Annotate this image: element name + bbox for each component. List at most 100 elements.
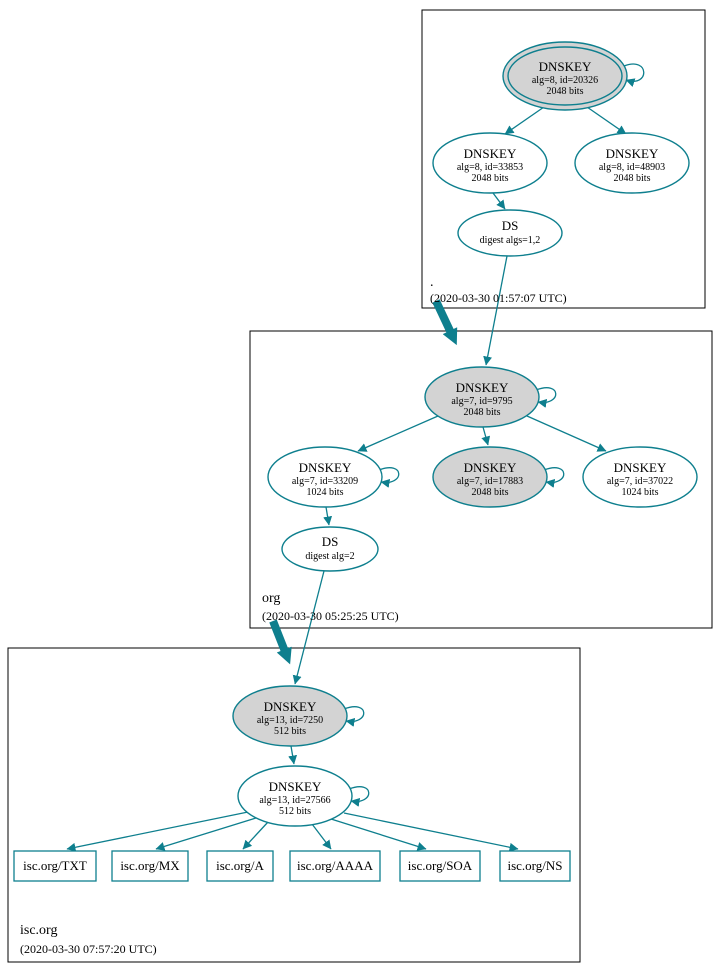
dnskey-ellipse [432, 446, 548, 508]
node-detail: alg=7, id=17883 [457, 476, 523, 487]
node-title: DNSKEY [464, 146, 517, 161]
node-root-zsk-dnskey-48903[interactable]: DNSKEY alg=8, id=48903 2048 bits [574, 132, 690, 194]
node-isc-zsk-dnskey-27566[interactable]: DNSKEY alg=13, id=27566 512 bits [237, 765, 353, 827]
rrset-isc-mx[interactable]: isc.org/MX [111, 850, 189, 882]
dnskey-ellipse [582, 446, 698, 508]
ds-ellipse [457, 209, 563, 257]
zone-timestamp-org: (2020-03-30 05:25:25 UTC) [262, 609, 399, 623]
node-detail: digest alg=2 [305, 551, 354, 562]
edge-isc-ksk-to-zsk [288, 745, 298, 765]
node-root-ksk-dnskey-20326[interactable]: DNSKEY alg=8, id=20326 2048 bits [502, 41, 628, 111]
rrset-rect [13, 850, 97, 882]
edge-org-ksk-to-zsk2 [481, 426, 491, 446]
rrset-label: isc.org/SOA [408, 858, 473, 873]
zone-label-org: org [262, 591, 280, 606]
rrset-rect [399, 850, 481, 882]
edge-root-ksk-to-zsk2 [586, 106, 627, 135]
edge-org-ds-to-isc-ksk [292, 570, 325, 685]
node-root-ds[interactable]: DS digest algs=1,2 [457, 209, 563, 257]
node-title: DNSKEY [456, 380, 509, 395]
rrset-isc-txt[interactable]: isc.org/TXT [13, 850, 97, 882]
node-detail: 2048 bits [614, 173, 651, 184]
node-detail: alg=7, id=33209 [292, 476, 358, 487]
rrset-isc-soa[interactable]: isc.org/SOA [399, 850, 481, 882]
edge-isc-zsk-to-a [242, 821, 269, 850]
edge-org-ksk-to-zsk1 [357, 415, 439, 452]
ksk-ellipse-outer [502, 41, 628, 111]
node-title: DNSKEY [464, 460, 517, 475]
node-detail: 2048 bits [464, 407, 501, 418]
dnskey-ellipse [574, 132, 690, 194]
node-org-ds[interactable]: DS digest alg=2 [281, 526, 379, 572]
node-title: DNSKEY [614, 460, 667, 475]
node-detail: alg=8, id=33853 [457, 162, 523, 173]
edge-isc-zsk-to-mx [155, 817, 257, 851]
node-org-zsk-dnskey-33209[interactable]: DNSKEY alg=7, id=33209 1024 bits [267, 446, 383, 508]
edge-org-ksk-to-zsk3 [526, 415, 607, 452]
ksk-ellipse-inner [507, 46, 623, 106]
rrset-isc-a[interactable]: isc.org/A [206, 850, 274, 882]
node-title: DNSKEY [299, 460, 352, 475]
node-detail: 1024 bits [622, 487, 659, 498]
node-detail: 2048 bits [472, 173, 509, 184]
rrset-rect [499, 850, 571, 882]
zone-timestamp-root: (2020-03-30 01:57:07 UTC) [430, 291, 567, 305]
rrset-rect [289, 850, 381, 882]
edge-root-zsk1-to-ds [492, 192, 506, 210]
node-detail: alg=7, id=9795 [451, 396, 512, 407]
edge-org-zsk1-to-ds [323, 506, 333, 526]
ds-ellipse [281, 526, 379, 572]
edge-isc-zsk-to-ns [343, 812, 519, 852]
dnskey-ellipse [232, 685, 348, 747]
node-detail: alg=13, id=27566 [259, 795, 330, 806]
node-title: DNSKEY [264, 699, 317, 714]
rrset-label: isc.org/NS [507, 858, 562, 873]
rrset-label: isc.org/AAAA [297, 858, 374, 873]
node-title: DS [322, 534, 339, 549]
node-detail: 512 bits [279, 806, 311, 817]
node-detail: 2048 bits [547, 86, 584, 97]
node-org-ksk-dnskey-9795[interactable]: DNSKEY alg=7, id=9795 2048 bits [424, 366, 540, 428]
node-org-zsk-dnskey-17883[interactable]: DNSKEY alg=7, id=17883 2048 bits [432, 446, 548, 508]
node-org-zsk-dnskey-37022[interactable]: DNSKEY alg=7, id=37022 1024 bits [582, 446, 698, 508]
node-title: DS [502, 218, 519, 233]
rrset-rect [111, 850, 189, 882]
delegation-arrow-root-to-org [432, 299, 458, 346]
edge-isc-zsk-to-soa [330, 818, 427, 851]
edge-isc-zsk-to-txt [66, 811, 249, 852]
node-title: DNSKEY [539, 59, 592, 74]
node-detail: alg=13, id=7250 [257, 715, 323, 726]
edge-isc-zsk-to-aaaa [311, 823, 332, 850]
edge-root-ksk-selfsign [623, 63, 645, 87]
delegation-arrow-org-to-isc [269, 619, 292, 665]
node-root-zsk-dnskey-33853[interactable]: DNSKEY alg=8, id=33853 2048 bits [432, 132, 548, 194]
rrset-isc-aaaa[interactable]: isc.org/AAAA [289, 850, 381, 882]
rrset-rect [206, 850, 274, 882]
edge-org-zsk1-selfsign [378, 467, 400, 488]
node-isc-ksk-dnskey-7250[interactable]: DNSKEY alg=13, id=7250 512 bits [232, 685, 348, 747]
dnskey-ellipse [424, 366, 540, 428]
rrset-isc-ns[interactable]: isc.org/NS [499, 850, 571, 882]
node-title: DNSKEY [269, 779, 322, 794]
node-detail: alg=8, id=20326 [532, 75, 598, 86]
edge-org-zsk2-selfsign [543, 467, 565, 488]
node-detail: 2048 bits [472, 487, 509, 498]
dnskey-ellipse [237, 765, 353, 827]
zone-label-isc: isc.org [20, 923, 57, 938]
node-detail: alg=8, id=48903 [599, 162, 665, 173]
edge-org-ksk-selfsign [535, 387, 557, 408]
dnskey-ellipse [267, 446, 383, 508]
edge-isc-zsk-selfsign [348, 786, 370, 807]
rrset-label: isc.org/TXT [23, 858, 87, 873]
zone-label-root: . [430, 275, 434, 290]
node-detail: 512 bits [274, 726, 306, 737]
rrset-label: isc.org/MX [120, 858, 180, 873]
rrset-label: isc.org/A [216, 858, 264, 873]
node-detail: 1024 bits [307, 487, 344, 498]
edge-root-ds-to-org-ksk [483, 255, 508, 366]
edge-root-ksk-to-zsk1 [504, 106, 545, 135]
dnskey-ellipse [432, 132, 548, 194]
node-title: DNSKEY [606, 146, 659, 161]
